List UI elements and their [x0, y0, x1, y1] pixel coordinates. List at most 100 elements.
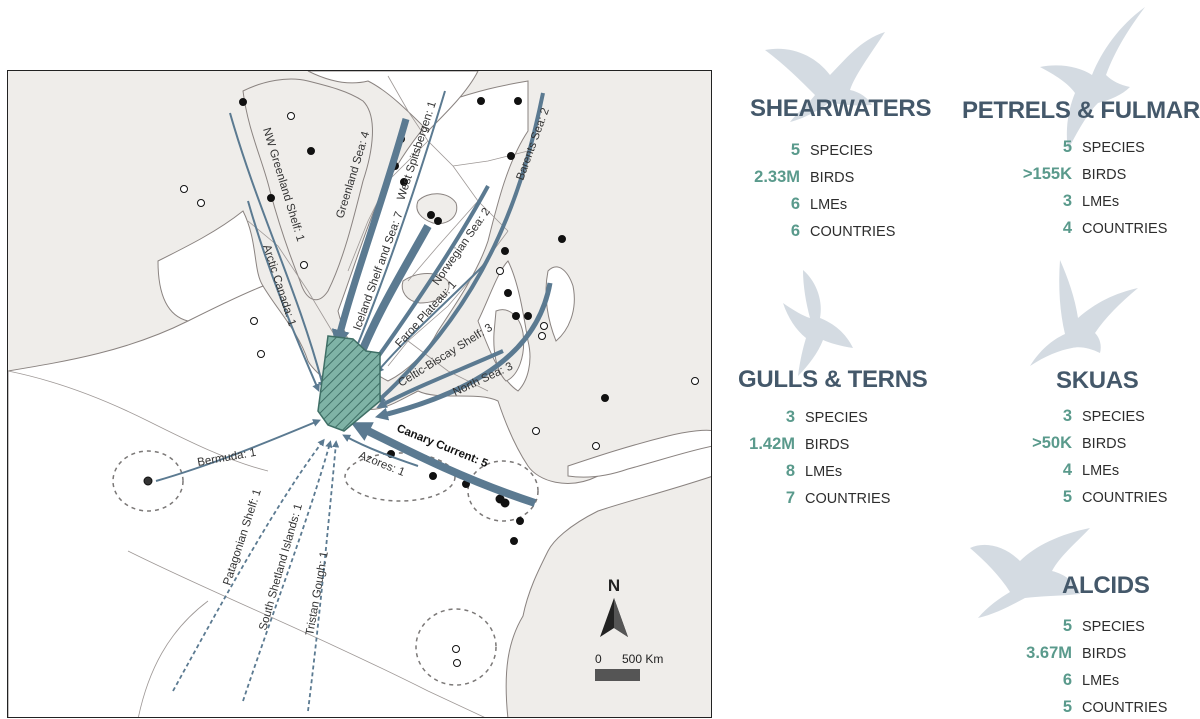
- stat-label: COUNTRIES: [1082, 490, 1168, 506]
- stat-value: 5: [790, 141, 800, 159]
- stat-row: 6 LMEs: [730, 195, 847, 214]
- alcids-title: ALCIDS: [1062, 572, 1150, 599]
- colony-dot: [434, 217, 442, 225]
- colony-dot: [180, 185, 188, 193]
- stat-label: BIRDS: [1082, 646, 1127, 662]
- stat-row: 5 SPECIES: [1002, 138, 1145, 157]
- stat-row: 3 LMEs: [1002, 192, 1119, 211]
- stat-row: 5 SPECIES: [730, 141, 873, 160]
- stat-row: 5 SPECIES: [1002, 617, 1145, 636]
- stat-label: COUNTRIES: [810, 224, 896, 240]
- colony-dot: [500, 498, 510, 508]
- stat-row: 7 COUNTRIES: [725, 489, 891, 508]
- shearwaters-title: SHEARWATERS: [750, 95, 932, 122]
- route-west-spitsbergen: [351, 90, 446, 359]
- stat-value: 1.42M: [749, 435, 795, 453]
- shearwater-silhouette-icon: [765, 32, 885, 122]
- stat-value: 5: [1062, 488, 1072, 506]
- stat-label: LMEs: [805, 464, 843, 480]
- gull-silhouette-icon: [783, 270, 853, 376]
- stat-label: SPECIES: [810, 143, 873, 159]
- stat-row: >155K BIRDS: [1002, 165, 1126, 184]
- colony-dot: [143, 476, 153, 486]
- stat-row: 4 LMEs: [1002, 461, 1119, 480]
- gulls-title: GULLS & TERNS: [738, 366, 928, 393]
- colony-dot: [540, 322, 548, 330]
- scale-distance-label: 500 Km: [622, 652, 663, 666]
- stat-label: LMEs: [810, 197, 848, 213]
- land-features: [242, 78, 525, 382]
- route-barents: [374, 92, 545, 404]
- north-arrow: N: [600, 576, 628, 637]
- colony-dot: [516, 517, 524, 525]
- colony-dot: [538, 332, 546, 340]
- route-azores: [342, 434, 419, 467]
- stat-value: 4: [1062, 461, 1072, 479]
- colony-dot: [510, 537, 518, 545]
- colony-dot: [501, 247, 509, 255]
- route-faroe: [375, 260, 489, 374]
- stat-value: 3.67M: [1026, 644, 1072, 662]
- colony-dot: [307, 147, 315, 155]
- route-nw-greenland: [229, 112, 326, 390]
- stat-value: 4: [1062, 219, 1072, 237]
- stat-label: SPECIES: [1082, 409, 1145, 425]
- colony-dot: [601, 394, 609, 402]
- baltic-sea: [545, 266, 575, 342]
- stat-label: LMEs: [1082, 673, 1120, 689]
- scale-zero-label: 0: [595, 652, 602, 666]
- stat-value: >155K: [1022, 165, 1072, 183]
- stat-row: 6 COUNTRIES: [730, 222, 896, 241]
- stat-label: LMEs: [1082, 463, 1120, 479]
- map-panel: NW Greenland Shelf: 1 Arctic Canada: 1 G…: [7, 70, 712, 718]
- stat-row: 1.42M BIRDS: [725, 435, 849, 454]
- labrador-sea: [157, 210, 264, 322]
- north-arrow-label: N: [608, 576, 620, 595]
- stat-label: SPECIES: [1082, 140, 1145, 156]
- colony-dot: [512, 312, 520, 320]
- eez-circles: [112, 450, 539, 686]
- route-greenland-sea: [331, 118, 410, 349]
- stat-label: SPECIES: [1082, 619, 1145, 635]
- routes: [155, 90, 553, 712]
- route-tristan: [307, 440, 340, 712]
- colony-dot: [427, 211, 435, 219]
- greenland: [242, 78, 373, 301]
- map-canvas: NW Greenland Shelf: 1 Arctic Canada: 1 G…: [8, 71, 711, 717]
- route-bermuda: [155, 419, 321, 482]
- stat-value: 5: [1062, 138, 1072, 156]
- stat-value: 3: [1062, 192, 1072, 210]
- route-patagonian: [172, 438, 325, 692]
- stat-value: 2.33M: [754, 168, 800, 186]
- colony-dot: [592, 442, 600, 450]
- colony-dot: [477, 97, 485, 105]
- colony-dot: [496, 267, 504, 275]
- stat-label: BIRDS: [805, 437, 850, 453]
- petrels-title: PETRELS & FULMARS: [962, 97, 1200, 124]
- stat-value: 6: [790, 222, 800, 240]
- route-arctic-canada: [247, 200, 320, 392]
- stat-label: SPECIES: [805, 410, 868, 426]
- colony-dot: [452, 645, 460, 653]
- colony-dot: [257, 350, 265, 358]
- lme-boundaries: [8, 75, 529, 717]
- route-norwegian: [365, 185, 490, 375]
- target-area: [317, 335, 381, 432]
- colony-dot: [287, 112, 295, 120]
- colony-markers: [143, 97, 699, 667]
- stat-value: 3: [1062, 407, 1072, 425]
- stat-row: 5 COUNTRIES: [1002, 488, 1168, 507]
- colony-dot: [429, 472, 437, 480]
- stat-row: 4 COUNTRIES: [1002, 219, 1168, 238]
- colony-dot: [504, 289, 512, 297]
- stat-value: 5: [1062, 617, 1072, 635]
- route-north-sea: [374, 282, 553, 421]
- stat-row: 3.67M BIRDS: [1002, 644, 1126, 663]
- stat-row: 2.33M BIRDS: [730, 168, 854, 187]
- stat-row: 5 COUNTRIES: [1002, 698, 1168, 717]
- stat-row: 3 SPECIES: [1002, 407, 1145, 426]
- stat-value: 6: [1062, 671, 1072, 689]
- stat-value: >50K: [1032, 434, 1072, 452]
- stat-value: 8: [785, 462, 795, 480]
- skua-silhouette-icon: [1030, 260, 1138, 366]
